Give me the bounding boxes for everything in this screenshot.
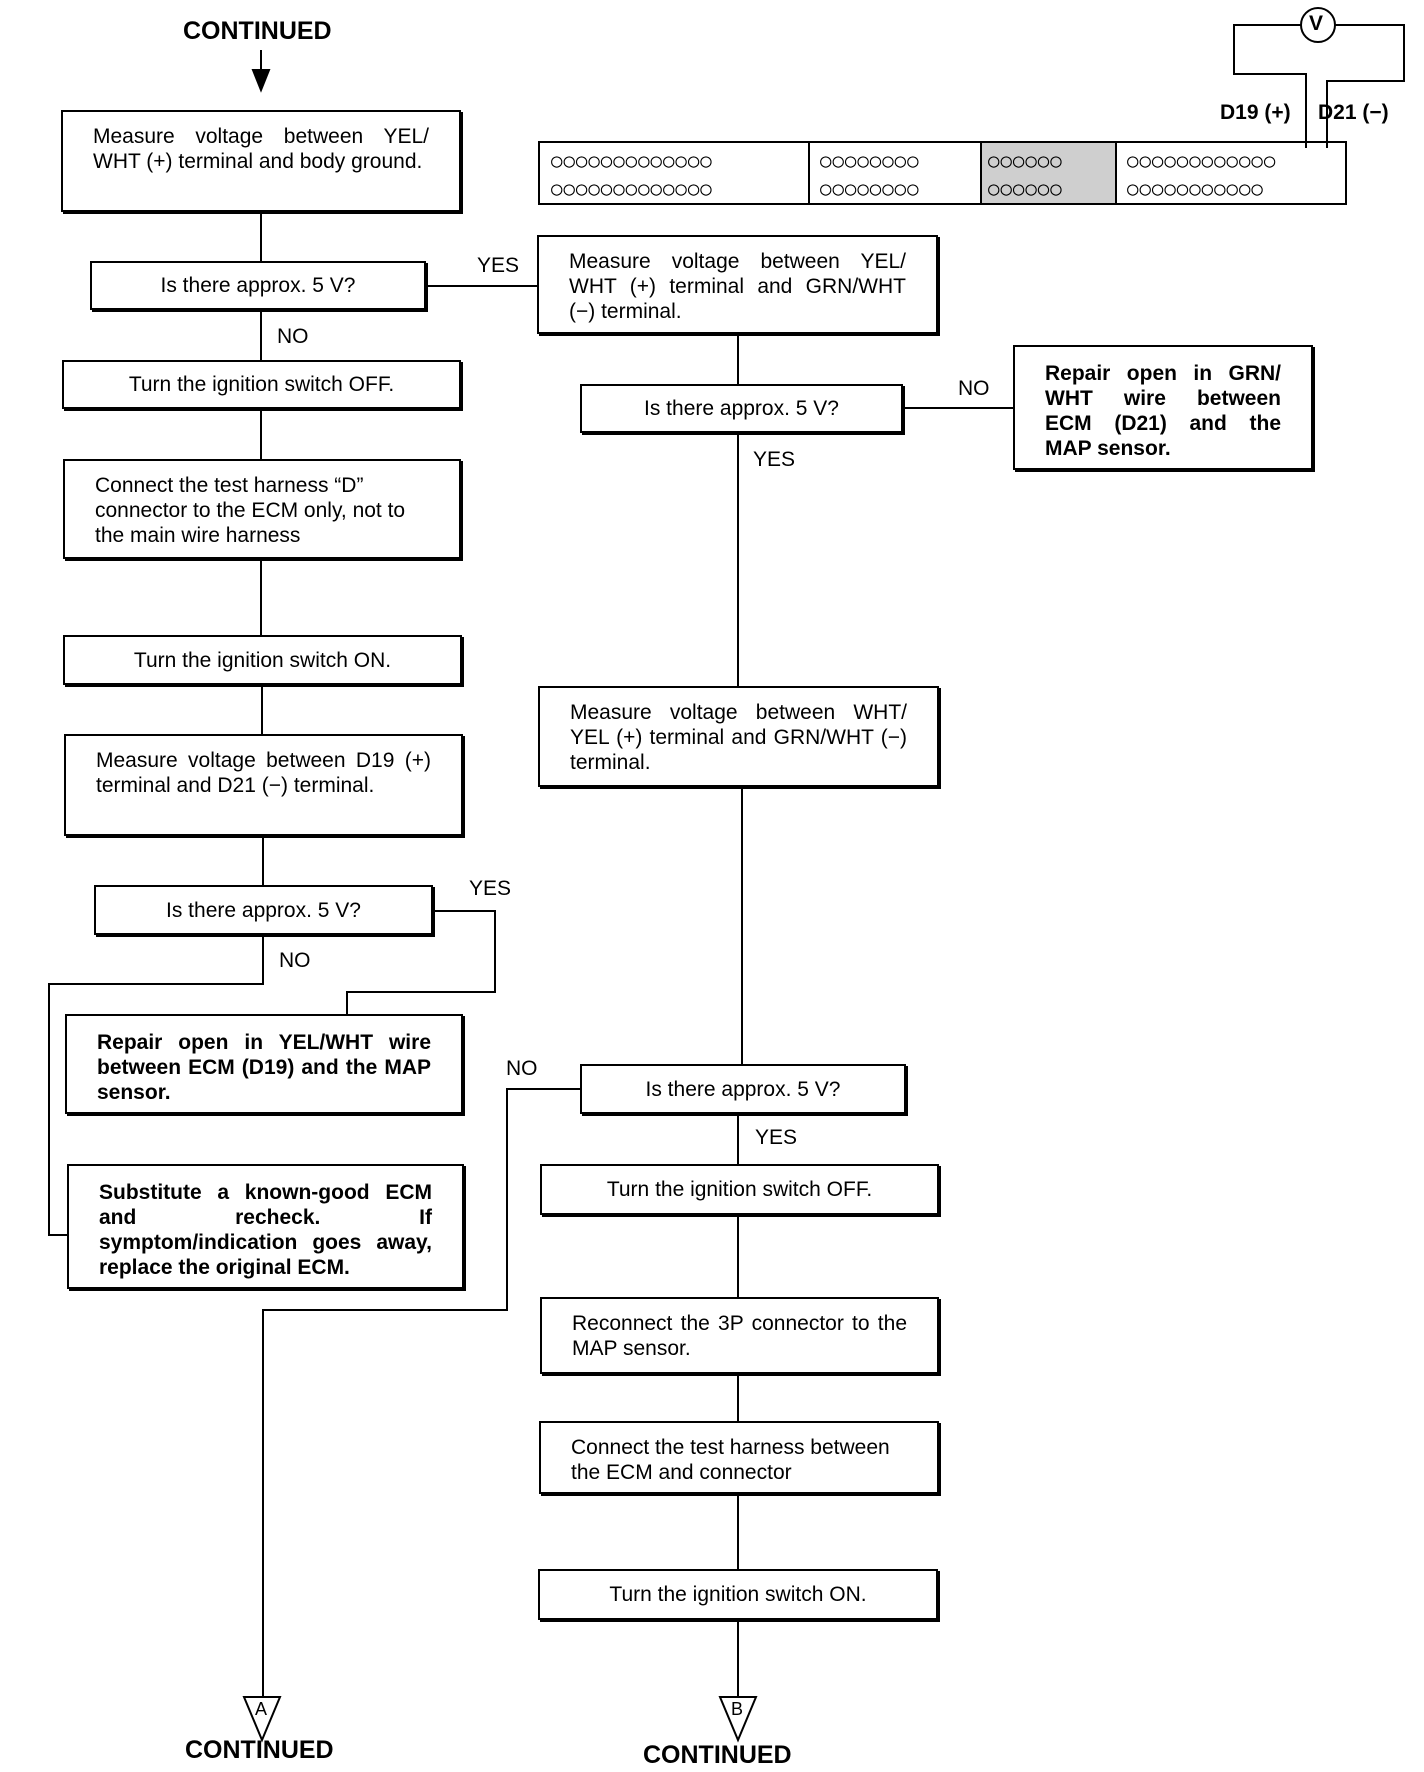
decision-q1: Is there approx. 5 V? [90, 261, 426, 310]
marker-b: B [731, 1699, 744, 1719]
decision-q4: Is there approx. 5 V? [580, 1064, 906, 1114]
step-reconnect-3p: Reconnect the 3P connector to the MAP se… [540, 1297, 939, 1374]
continued-bottom-b: CONTINUED [643, 1741, 792, 1769]
step-measure-d19-d21: Measure voltage between D19 (+) terminal… [64, 734, 463, 836]
label-q4-no: NO [506, 1057, 538, 1080]
step-repair-yel-wht: Repair open in YEL/WHT wire between ECM … [65, 1014, 463, 1114]
step-measure-body-ground: Measure voltage between YEL/ WHT (+) ter… [61, 110, 461, 212]
step-measure-grn-wht: Measure voltage between YEL/ WHT (+) ter… [537, 235, 938, 334]
connector-row-2-seg-4: ○○○○○○○○○○○ [1127, 178, 1264, 200]
step-connect-d-connector: Connect the test harness “D” connector t… [63, 459, 461, 559]
connector-row-2-seg-1: ○○○○○○○○○○○○○ [551, 178, 713, 200]
terminal-d19-label: D19 (+) [1220, 101, 1291, 124]
terminal-d21-label: D21 (−) [1318, 101, 1389, 124]
connector-row-2-seg-2: ○○○○○○○○ [820, 178, 920, 200]
continued-bottom-a: CONTINUED [185, 1736, 334, 1764]
label-q1-no: NO [277, 325, 309, 348]
label-q1-yes: YES [477, 254, 520, 277]
connector-row-1-seg-2: ○○○○○○○○ [820, 150, 920, 172]
step-ignition-on-1: Turn the ignition switch ON. [63, 635, 462, 685]
connector-row-1-seg-4: ○○○○○○○○○○○○ [1127, 150, 1277, 172]
decision-q3: Is there approx. 5 V? [94, 885, 433, 935]
connector-row-1-seg-1: ○○○○○○○○○○○○○ [551, 150, 713, 172]
step-measure-wht-yel: Measure voltage between WHT/ YEL (+) ter… [538, 686, 939, 787]
label-q3-no: NO [279, 949, 311, 972]
step-substitute-ecm: Substitute a known-good ECM and recheck.… [67, 1164, 464, 1289]
step-repair-grn-wht: Repair open in GRN/ WHT wire between ECM… [1013, 345, 1313, 470]
connector-row-1-seg-3: ○○○○○○ [988, 150, 1063, 172]
step-connect-test-harness: Connect the test harness between the ECM… [539, 1421, 939, 1494]
step-ignition-off-2: Turn the ignition switch OFF. [540, 1164, 939, 1215]
continued-top: CONTINUED [183, 17, 332, 45]
marker-a: A [255, 1699, 268, 1719]
step-ignition-on-2: Turn the ignition switch ON. [538, 1569, 938, 1620]
connector-row-2-seg-3: ○○○○○○ [988, 178, 1063, 200]
shaded-connector-segment [982, 143, 1115, 203]
label-q3-yes: YES [469, 877, 512, 900]
step-ignition-off-1: Turn the ignition switch OFF. [62, 360, 461, 409]
label-q2-no: NO [958, 377, 990, 400]
voltmeter-symbol: V [1309, 12, 1324, 35]
label-q2-yes: YES [753, 448, 796, 471]
decision-q2: Is there approx. 5 V? [580, 384, 903, 433]
label-q4-yes: YES [755, 1126, 798, 1149]
